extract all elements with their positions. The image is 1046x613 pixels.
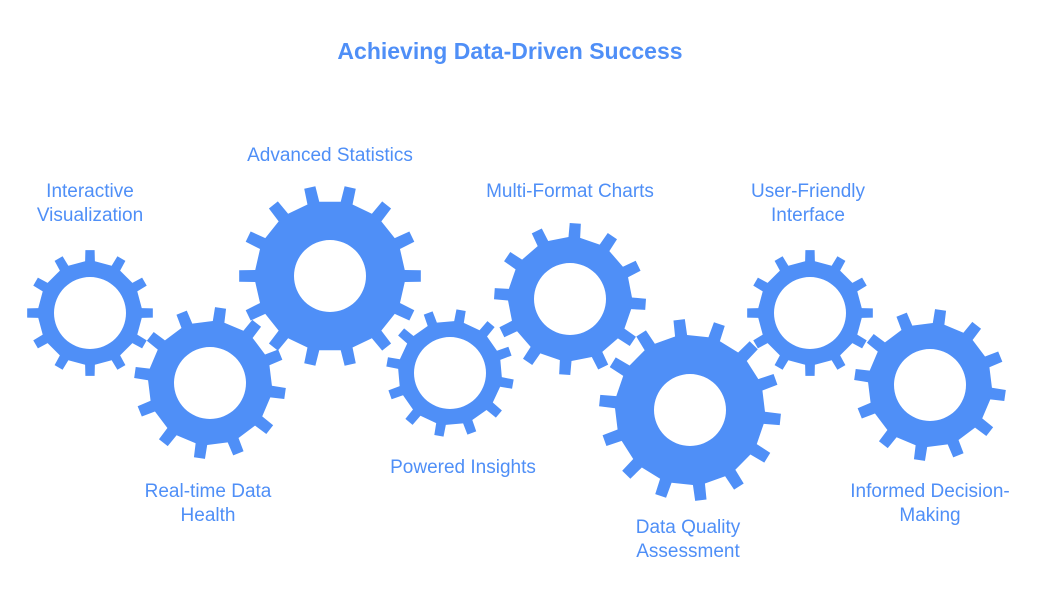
label-line: User-Friendly [750, 181, 866, 202]
label-line: Interface [771, 205, 845, 226]
label-line: Multi-Format Charts [486, 181, 654, 202]
label-advanced-statistics: Advanced Statistics [247, 144, 413, 168]
label-line: Data Quality [635, 517, 741, 538]
gear-icon-powered-insights [386, 309, 514, 437]
label-multi-format-charts: Multi-Format Charts [486, 180, 654, 204]
label-line: Advanced Statistics [247, 145, 413, 166]
label-line: Powered Insights [390, 457, 536, 478]
diagram-title: Achieving Data-Driven Success [337, 38, 683, 64]
label-line: Visualization [36, 205, 144, 226]
gear-icon-real-time-data-health [134, 307, 286, 459]
gear-icon-interactive-visualization [27, 250, 153, 376]
label-line: Health [180, 505, 236, 526]
label-powered-insights: Powered Insights [390, 456, 536, 480]
label-informed-decision-making: Informed Decision- Making [850, 480, 1009, 528]
gear-icon-user-friendly-interface [747, 250, 873, 376]
label-line: Making [899, 505, 961, 526]
gear-icon-advanced-statistics [239, 186, 421, 366]
label-line: Interactive [46, 181, 134, 202]
label-line: Assessment [636, 541, 740, 562]
gear-icon-multi-format-charts [494, 223, 646, 375]
label-line: Real-time Data [144, 481, 272, 502]
gear-icon-data-quality-assessment [599, 319, 781, 501]
gear-icon-informed-decision-making [854, 309, 1006, 461]
label-line: Informed Decision- [850, 481, 1010, 502]
